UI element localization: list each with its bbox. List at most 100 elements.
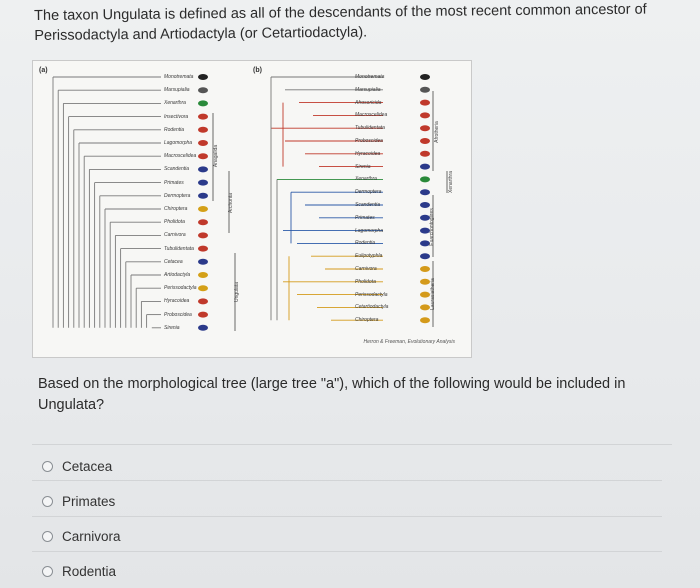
radio-button[interactable]	[42, 461, 53, 472]
clade-label-euarchontoglires: Euarchontoglires	[429, 208, 435, 246]
animal-silhouette-icon	[198, 100, 208, 107]
animal-silhouette-icon	[420, 112, 430, 119]
animal-silhouette-icon	[198, 298, 208, 305]
animal-silhouette-icon	[198, 140, 208, 146]
animal-silhouette-icon	[420, 176, 430, 183]
clade-label-xenarthra: Xenarthra	[448, 171, 454, 193]
divider	[32, 444, 672, 445]
animal-silhouette-icon	[198, 245, 208, 252]
tree-b-taxon-label: Lagomorpha	[355, 227, 384, 234]
divider	[32, 516, 662, 517]
animal-silhouette-icon	[198, 87, 208, 94]
intro-text: The taxon Ungulata is defined as all of …	[34, 1, 647, 44]
animal-silhouette-icon	[420, 74, 430, 80]
tree-a-taxon-label: Dermoptera	[164, 192, 191, 199]
tree-a-taxon-label: Artiodactyla	[164, 272, 191, 278]
animal-silhouette-icon	[420, 214, 430, 221]
clade-label-ungulata: Ungulata	[234, 282, 240, 303]
tree-b-taxon-label: Chiroptera	[355, 317, 379, 324]
animal-silhouette-icon	[198, 206, 208, 212]
animal-silhouette-icon	[420, 125, 430, 132]
animal-silhouette-icon	[420, 163, 430, 170]
tree-a-svg	[52, 74, 448, 331]
animal-silhouette-icon	[198, 113, 208, 120]
tree-a-taxon-label: Tubulidentata	[164, 245, 194, 252]
animal-silhouette-icon	[198, 179, 208, 186]
divider	[32, 480, 662, 481]
tree-a-taxon-label: Proboscidea	[164, 311, 192, 318]
animal-silhouette-icon	[420, 189, 430, 196]
tree-b-taxon-label: Xenarthra	[355, 176, 377, 183]
tree-b-taxon-label: Macroscelidea	[355, 112, 388, 119]
option-rodentia[interactable]: Rodentia	[42, 564, 116, 579]
animal-silhouette-icon	[198, 285, 208, 292]
tree-b-taxon-label: Eulipotyphla	[355, 253, 383, 260]
tree-a-taxon-label: Marsupialia	[164, 87, 190, 94]
tree-b-taxon-label: Hyracoidea	[355, 150, 381, 157]
tree-b-taxon-label: Dermoptera	[355, 189, 382, 196]
option-cetacea[interactable]: Cetacea	[42, 459, 112, 474]
option-label: Carnivora	[62, 529, 121, 544]
tree-a-taxon-label: Rodentia	[164, 126, 185, 133]
tree-b-taxon-label: Marsupialia	[355, 86, 381, 93]
tree-a-taxon-label: Scandentia	[164, 166, 190, 173]
tree-a-taxon-label: Pholidota	[164, 219, 185, 226]
tree-b-taxon-label: Primates	[355, 214, 375, 221]
tree-a-taxon-label: Monotremata	[164, 74, 194, 80]
animal-silhouette-icon	[420, 240, 430, 247]
animal-silhouette-icon	[198, 324, 208, 331]
animal-silhouette-icon	[420, 138, 430, 144]
animal-silhouette-icon	[198, 166, 208, 173]
animal-silhouette-icon	[420, 202, 430, 208]
tree-a-taxon-label: Primates	[164, 179, 184, 186]
tree-a-taxon-label: Lagomorpha	[164, 140, 193, 146]
option-carnivora[interactable]: Carnivora	[42, 529, 121, 544]
tree-b-taxon-label: Rodentia	[355, 240, 376, 247]
animal-silhouette-icon	[420, 86, 430, 93]
option-primates[interactable]: Primates	[42, 494, 115, 509]
animal-silhouette-icon	[198, 272, 208, 278]
radio-button[interactable]	[42, 531, 53, 542]
tree-b-taxon-label: Scandentia	[355, 202, 381, 208]
animal-silhouette-icon	[420, 227, 430, 234]
panel-b-label: (b)	[253, 67, 262, 74]
tree-a-taxon-label: Hyracoidea	[164, 298, 190, 305]
tree-b-taxon-label: Perissodactyla	[355, 291, 388, 298]
tree-a-taxon-label: Perissodactyla	[164, 285, 197, 292]
figure-credit: Herron & Freeman, Evolutionary Analysis	[363, 339, 455, 345]
option-label: Cetacea	[62, 459, 113, 474]
panel-a-label: (a)	[39, 67, 48, 74]
animal-silhouette-icon	[198, 258, 208, 265]
clade-label-laurasiatheria: Laurasiatheria	[430, 278, 436, 310]
animal-silhouette-icon	[198, 311, 208, 318]
tree-a-taxon-label: Insectivora	[164, 113, 189, 120]
animal-silhouette-icon	[420, 304, 430, 311]
radio-button[interactable]	[42, 566, 53, 577]
clade-label-archonta: Archonta	[228, 193, 234, 214]
animal-silhouette-icon	[420, 317, 430, 324]
tree-a-taxon-label: Carnivora	[164, 232, 186, 239]
tree-b-taxon-label: Cetartiodactyla	[355, 304, 389, 311]
tree-a-taxon-label: Macroscelidea	[164, 153, 197, 160]
tree-b-taxon-label: Monotremata	[355, 74, 385, 80]
animal-silhouette-icon	[420, 278, 430, 285]
tree-b-taxon-label: Tubulidentata	[355, 125, 385, 132]
tree-b-taxon-label: Sirenia	[355, 163, 371, 170]
tree-a-taxon-label: Cetacea	[164, 258, 183, 265]
animal-silhouette-icon	[420, 150, 430, 157]
tree-b-taxon-label: Proboscidea	[355, 138, 383, 144]
animal-silhouette-icon	[198, 126, 208, 133]
animal-silhouette-icon	[420, 266, 430, 272]
animal-silhouette-icon	[420, 99, 430, 106]
tree-a-taxon-label: Xenarthra	[164, 100, 186, 107]
animal-silhouette-icon	[420, 253, 430, 260]
clade-label-anagalida: Anagalida	[213, 144, 219, 168]
tree-b-taxon-label: Pholidota	[355, 278, 376, 285]
animal-silhouette-icon	[198, 192, 208, 199]
divider	[32, 551, 662, 552]
option-label: Primates	[62, 494, 116, 509]
animal-silhouette-icon	[198, 74, 208, 80]
tree-b-taxon-label: Afrosoricida	[355, 99, 382, 106]
radio-button[interactable]	[42, 496, 53, 507]
